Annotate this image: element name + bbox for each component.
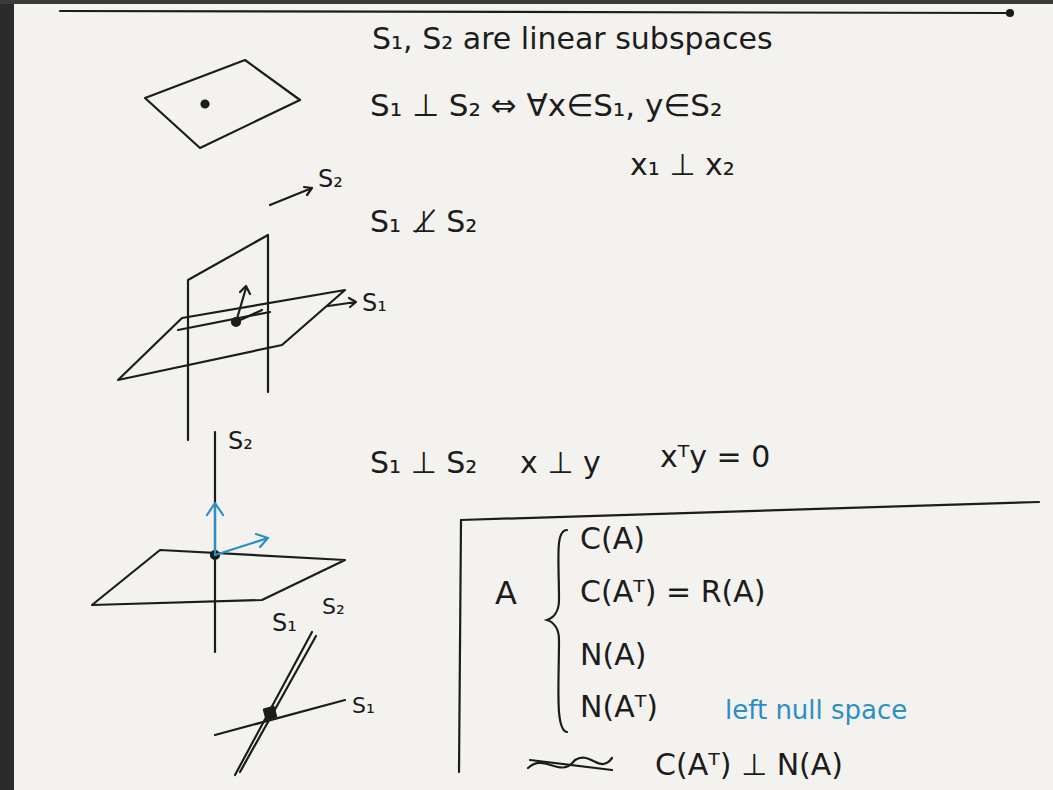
note-label: x₁ ⊥ x₂	[630, 148, 735, 183]
line-s2	[240, 636, 316, 772]
note-label: S₁ ⊥̸ S₂	[370, 205, 477, 240]
subspace-name: N(A)	[580, 638, 646, 673]
bracket-outline	[455, 500, 1045, 782]
plane-s1	[92, 550, 345, 605]
subspace-name: N(Aᵀ)	[580, 690, 658, 725]
rule-line	[60, 11, 1008, 13]
left-bracket	[459, 520, 461, 772]
page-edge	[0, 0, 1053, 4]
note-label: x ⊥ y	[520, 446, 601, 481]
line-s2	[235, 632, 312, 775]
plane-s1	[118, 290, 345, 380]
leader-arrow	[270, 187, 312, 205]
title-note: S₁, S₂ are linear subspaces	[372, 22, 773, 57]
subspace-name: C(A)	[580, 522, 645, 557]
page-edge	[0, 0, 14, 790]
right-angle-mark	[264, 707, 276, 719]
blue-arrow	[207, 503, 223, 555]
dot	[1007, 10, 1013, 16]
leader-arrow	[328, 298, 356, 307]
note-label: S₂	[228, 428, 253, 456]
note-label: xᵀy = 0	[660, 440, 770, 475]
plane-sketch	[145, 60, 300, 148]
plane-s2	[188, 235, 268, 440]
top-border	[461, 502, 1039, 520]
scribble	[530, 760, 612, 770]
note-label: S₁	[272, 610, 297, 638]
matrix-name: A	[495, 575, 517, 612]
subspace-name: C(Aᵀ) = R(A)	[580, 575, 765, 610]
note-label: S₁	[352, 693, 375, 718]
curly-brace	[547, 530, 567, 732]
note-label: S₂	[318, 166, 343, 194]
note-label: S₁	[362, 290, 387, 318]
bracket-box: A C(A) C(Aᵀ) = R(A) N(A) N(Aᵀ) left null spac…	[455, 500, 1045, 782]
blue-arrow	[215, 534, 268, 555]
scribble	[528, 758, 612, 768]
note-label: S₂	[322, 594, 345, 619]
point	[202, 101, 209, 108]
note-label: S₁ ⊥ S₂ ⇔ ∀x∈S₁, y∈S₂	[370, 88, 722, 124]
blue-note: left null space	[725, 696, 907, 726]
intersection-line	[178, 312, 270, 330]
note-label: C(Aᵀ) ⊥ N(A)	[655, 748, 843, 783]
arrow	[236, 310, 262, 322]
note-label: S₁ ⊥ S₂	[370, 446, 477, 481]
line-s1	[215, 700, 345, 735]
